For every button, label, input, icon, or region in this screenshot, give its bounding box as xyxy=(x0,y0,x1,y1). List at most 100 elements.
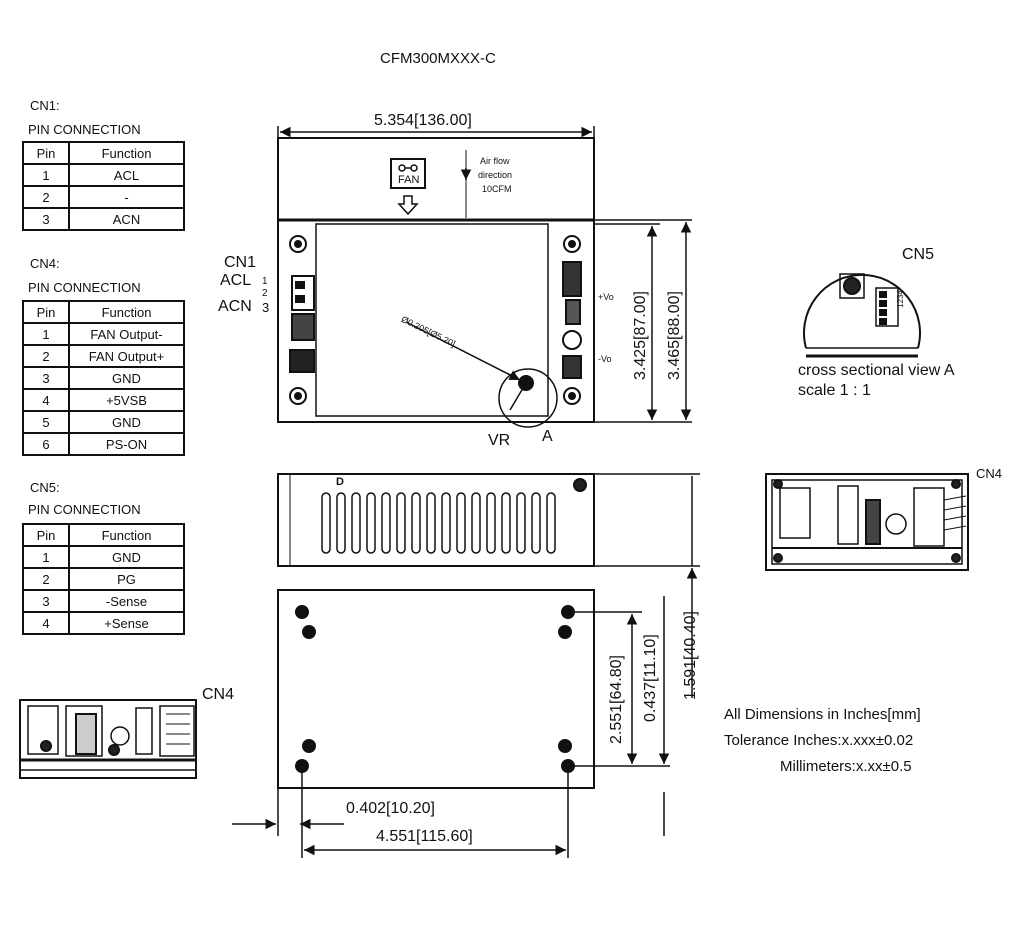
top-view xyxy=(277,137,595,428)
vent-slots xyxy=(321,492,556,554)
pin-cell: 1 xyxy=(22,322,70,346)
dim-hole-offset-v-label: 0.437[11.10] xyxy=(642,634,659,722)
cn1-subtitle: PIN CONNECTION xyxy=(28,122,141,137)
table-header: Pin xyxy=(22,300,70,324)
table-header: Function xyxy=(68,523,185,547)
function-cell: FAN Output+ xyxy=(68,344,185,368)
cn5-connector xyxy=(875,287,899,327)
dim-hole-spacing-h-label: 4.551[115.60] xyxy=(376,828,473,845)
table-header: Pin xyxy=(22,523,70,547)
fan-label: FAN xyxy=(398,174,420,186)
mounting-hole xyxy=(295,605,309,619)
table-header: Function xyxy=(68,141,185,165)
pin-cell: 3 xyxy=(22,366,70,390)
airflow-label-1: Air flow xyxy=(480,156,510,166)
bottom-view xyxy=(277,589,595,789)
pin-cell: 1 xyxy=(22,545,70,569)
acl-label: ACL xyxy=(220,272,252,289)
dim-hole-offset-h-label: 0.402[10.20] xyxy=(346,800,435,817)
cn4-connector xyxy=(913,487,945,547)
dim-height-inner-label: 3.425[87.00] xyxy=(632,291,649,380)
vo-plus-label: +Vo xyxy=(598,292,614,302)
mounting-screw xyxy=(289,235,307,253)
vent-slot xyxy=(441,492,451,554)
vr-label: VR xyxy=(488,432,511,449)
vent-slot xyxy=(396,492,406,554)
function-cell: PG xyxy=(68,567,185,591)
dim-bottom xyxy=(232,568,698,858)
bottom-view-outline xyxy=(277,589,595,789)
function-cell: GND xyxy=(68,410,185,434)
detail-a-circle xyxy=(498,368,558,428)
vent-slot xyxy=(351,492,361,554)
dim-side-height xyxy=(594,473,700,567)
side-view-outline xyxy=(277,473,595,567)
dim-heights xyxy=(594,219,692,423)
cn4-subtitle: PIN CONNECTION xyxy=(28,280,141,295)
cn4-title: CN4: xyxy=(30,256,60,271)
pin-cell: 6 xyxy=(22,432,70,456)
fan-icon xyxy=(390,158,426,189)
function-cell: GND xyxy=(68,545,185,569)
acn-label: ACN xyxy=(218,298,252,315)
vent-slot xyxy=(486,492,496,554)
vent-slot xyxy=(531,492,541,554)
dim-hole-spacing-v-label: 2.551[64.80] xyxy=(608,655,625,744)
cn4-connector xyxy=(159,705,195,757)
vent-slot xyxy=(411,492,421,554)
d-label: D xyxy=(336,476,344,488)
pcb-area xyxy=(315,223,549,417)
function-cell: GND xyxy=(68,366,185,390)
vent-slot xyxy=(426,492,436,554)
airflow-label-2: direction xyxy=(478,170,513,180)
pin1-label: 1 xyxy=(262,276,268,287)
vent-slot xyxy=(336,492,346,554)
top-view-outline xyxy=(277,137,595,423)
table-header: Function xyxy=(68,300,185,324)
mounting-screw xyxy=(563,387,581,405)
pin-cell: 4 xyxy=(22,388,70,412)
note-units: All Dimensions in Inches[mm] xyxy=(724,706,921,723)
airflow-arrow-icon xyxy=(397,195,419,216)
dim-side-height-label: 1.591[40.40] xyxy=(682,611,699,700)
cross-section-view xyxy=(803,273,921,358)
pin3-label: 3 xyxy=(262,300,270,315)
pin-cell: 2 xyxy=(22,567,70,591)
function-cell: ACL xyxy=(68,163,185,187)
drawing-title: CFM300MXXX-C xyxy=(380,50,496,67)
cn4-side-label: CN4 xyxy=(976,466,1003,481)
side-view xyxy=(277,473,595,567)
function-cell: ACN xyxy=(68,207,185,231)
dim-height-outer-label: 3.465[88.00] xyxy=(666,291,683,380)
function-cell: - xyxy=(68,185,185,209)
function-cell: PS-ON xyxy=(68,432,185,456)
pin-cell: 5 xyxy=(22,410,70,434)
dim-width-label: 5.354[136.00] xyxy=(374,112,472,129)
pin-cell: 1 xyxy=(22,163,70,187)
vent-slot xyxy=(516,492,526,554)
pin-cell: 3 xyxy=(22,589,70,613)
vent-slot xyxy=(381,492,391,554)
detail-a-label: A xyxy=(542,428,553,445)
cn1-label: CN1 xyxy=(224,254,257,271)
mounting-screw xyxy=(289,387,307,405)
table-header: Pin xyxy=(22,141,70,165)
scale-label: scale 1 : 1 xyxy=(798,382,871,399)
vent-slot xyxy=(366,492,376,554)
mounting-screw xyxy=(563,235,581,253)
airflow-label-3: 10CFM xyxy=(482,184,512,194)
note-tolerance-inches: Tolerance Inches:x.xxx±0.02 xyxy=(724,732,914,749)
function-cell: FAN Output- xyxy=(68,322,185,346)
end-view-right xyxy=(765,473,969,571)
note-tolerance-mm: Millimeters:x.xx±0.5 xyxy=(780,758,912,775)
cn5-label: CN5 xyxy=(902,246,935,263)
cn1-title: CN1: xyxy=(30,98,60,113)
cn4-bottom-label: CN4 xyxy=(202,686,235,703)
vent-slot xyxy=(471,492,481,554)
pin-cell: 2 xyxy=(22,185,70,209)
cross-section-label: cross sectional view A xyxy=(798,362,955,379)
